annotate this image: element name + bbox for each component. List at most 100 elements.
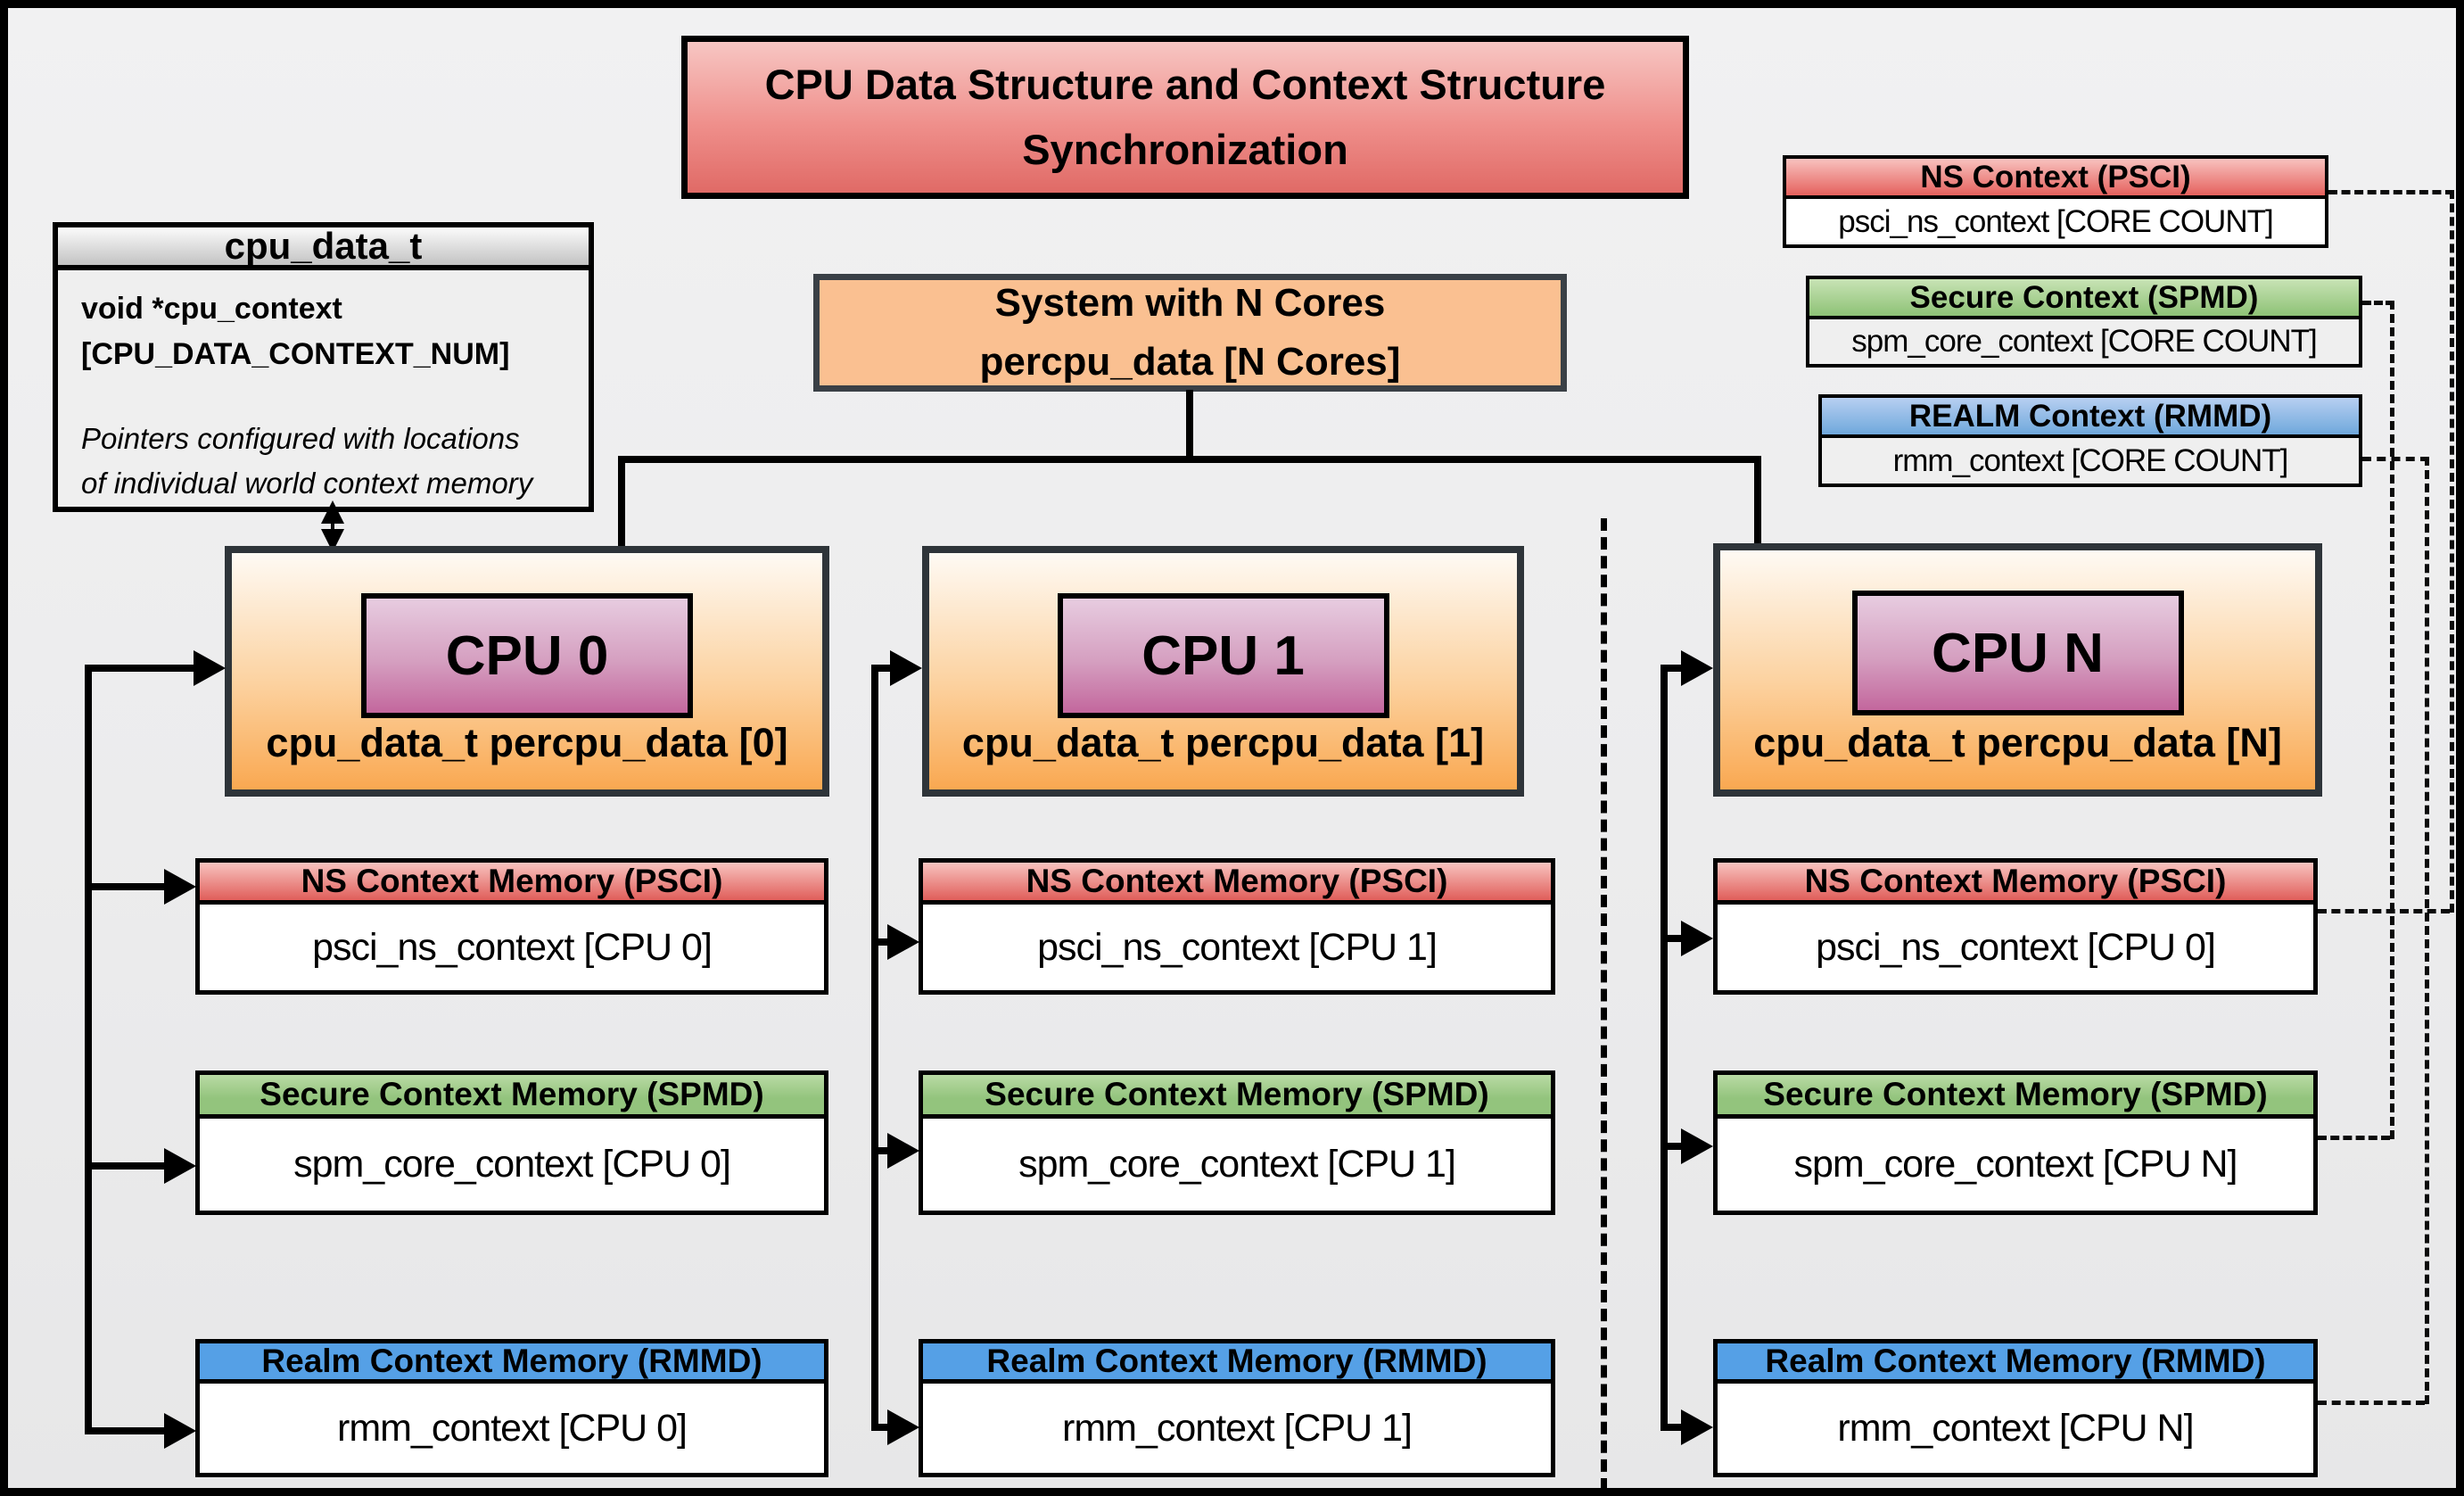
cpun-arrowhead-cpu-icon [1681, 650, 1713, 686]
legend-realm-context-box: REALM Context (RMMD) rmm_context [CORE C… [1818, 394, 2362, 487]
cpu1-arrowhead-realm-icon [887, 1409, 919, 1445]
system-line1: System with N Cores [994, 281, 1386, 325]
legend-secure-context-box: Secure Context (SPMD) spm_core_context [… [1806, 276, 2362, 368]
cpu0-arrow-line-ns [85, 883, 165, 890]
cpu1-pointer-bus-line [871, 665, 878, 1431]
cpu0-realm-context-memory-box: Realm Context Memory (RMMD) rmm_context … [195, 1339, 828, 1477]
cpu1-arrow-line-cpu [871, 665, 893, 672]
cpun-arrow-line-secure [1661, 1143, 1683, 1150]
legend-realm-header: REALM Context (RMMD) [1822, 398, 2359, 438]
legend-secure-header: Secure Context (SPMD) [1809, 279, 2359, 319]
cpu0-arrowhead-ns-icon [164, 869, 196, 905]
cpu1-arrowhead-ns-icon [887, 924, 919, 960]
cpu1-ns-context-memory-box: NS Context Memory (PSCI) psci_ns_context… [919, 858, 1555, 995]
cpu1-arrow-line-secure [871, 1147, 889, 1154]
cpun-realm-context-memory-box: Realm Context Memory (RMMD) rmm_context … [1713, 1339, 2318, 1477]
cpun-percpu-data-label: cpu_data_t percpu_data [N] [1753, 720, 2282, 765]
cpun-arrow-line-ns [1661, 935, 1683, 942]
cpu1-arrowhead-cpu-icon [890, 650, 922, 686]
legend-ns-body: psci_ns_context [CORE COUNT] [1786, 199, 2325, 244]
realm-dashed-vertical-line [2425, 457, 2429, 1404]
realm-dashed-top-line [2362, 457, 2429, 461]
cpun-realm-body: rmm_context [CPU N] [1837, 1406, 2194, 1450]
cpu0-arrowhead-secure-icon [164, 1148, 196, 1184]
cpu0-pointer-bus-line [85, 665, 92, 1434]
bus-drop-cpun-line [1754, 456, 1761, 546]
cpun-secure-header: Secure Context Memory (SPMD) [1718, 1075, 2313, 1119]
cpu1-realm-context-memory-box: Realm Context Memory (RMMD) rmm_context … [919, 1339, 1555, 1477]
struct-to-cpu0-up-arrowhead-icon [321, 500, 344, 524]
legend-secure-body: spm_core_context [CORE COUNT] [1851, 324, 2317, 359]
cpun-arrow-line-realm [1661, 1424, 1683, 1431]
cpu0-arrowhead-realm-icon [164, 1413, 196, 1449]
cpu0-secure-context-memory-box: Secure Context Memory (SPMD) spm_core_co… [195, 1070, 828, 1215]
struct-to-cpu0-dashed-line [331, 520, 334, 534]
cpun-arrowhead-realm-icon [1681, 1409, 1713, 1445]
cpu0-ns-header: NS Context Memory (PSCI) [200, 863, 824, 905]
cpu1-realm-header: Realm Context Memory (RMMD) [923, 1343, 1551, 1384]
cpu1-box: CPU 1 cpu_data_t percpu_data [1] [922, 546, 1524, 797]
realm-dashed-bottom-line [2318, 1401, 2425, 1405]
cpun-arrowhead-ns-icon [1681, 921, 1713, 956]
cpu-context-field-line1: void *cpu_context [81, 292, 342, 326]
secure-dashed-vertical-line [2390, 301, 2394, 1139]
cpu0-arrowhead-cpu-icon [194, 650, 226, 686]
cpu-data-t-body: void *cpu_context [CPU_DATA_CONTEXT_NUM]… [58, 270, 589, 505]
legend-ns-context-box: NS Context (PSCI) psci_ns_context [CORE … [1783, 155, 2328, 248]
cpu1-arrow-line-ns [871, 938, 889, 946]
cpun-secure-context-memory-box: Secure Context Memory (SPMD) spm_core_co… [1713, 1070, 2318, 1215]
cpu0-realm-header: Realm Context Memory (RMMD) [200, 1343, 824, 1384]
legend-realm-body: rmm_context [CORE COUNT] [1892, 442, 2289, 478]
ns-dashed-top-line [2328, 190, 2454, 194]
cpu0-arrow-line-cpu [85, 665, 195, 672]
cpu-data-t-struct-box: cpu_data_t void *cpu_context [CPU_DATA_C… [53, 222, 594, 512]
system-box: System with N Cores percpu_data [N Cores… [813, 274, 1567, 392]
cpu0-box: CPU 0 cpu_data_t percpu_data [0] [225, 546, 829, 797]
cpu0-arrow-line-secure [85, 1162, 165, 1170]
cpun-arrowhead-secure-icon [1681, 1128, 1713, 1164]
cpun-pointer-bus-line [1661, 665, 1668, 1431]
cpun-box: CPU N cpu_data_t percpu_data [N] [1713, 543, 2322, 797]
cpun-ns-context-memory-box: NS Context Memory (PSCI) psci_ns_context… [1713, 858, 2318, 995]
cpu1-secure-header: Secure Context Memory (SPMD) [923, 1075, 1551, 1119]
pointer-note-line1: Pointers configured with locations [81, 422, 520, 455]
system-bus-horizontal-line [618, 456, 1761, 463]
cpu1-arrow-line-realm [871, 1424, 889, 1431]
pointer-note-line2: of individual world context memory [81, 466, 533, 500]
cpu1-secure-context-memory-box: Secure Context Memory (SPMD) spm_core_co… [919, 1070, 1555, 1215]
cpun-badge: CPU N [1851, 591, 2184, 715]
diagram-title-line2: Synchronization [1022, 125, 1348, 173]
cpun-ns-header: NS Context Memory (PSCI) [1718, 863, 2313, 905]
spacer [81, 377, 565, 417]
cpu1-badge: CPU 1 [1057, 593, 1389, 718]
system-line2: percpu_data [N Cores] [979, 340, 1401, 384]
cpun-realm-header: Realm Context Memory (RMMD) [1718, 1343, 2313, 1384]
column-separator-dashed-line [1601, 518, 1607, 1488]
secure-dashed-bottom-line [2318, 1136, 2390, 1140]
cpu0-percpu-data-label: cpu_data_t percpu_data [0] [266, 720, 788, 765]
cpu1-arrowhead-secure-icon [887, 1133, 919, 1169]
ns-dashed-bottom-line [2318, 909, 2450, 913]
bus-drop-cpu0-line [618, 456, 625, 548]
cpu0-secure-header: Secure Context Memory (SPMD) [200, 1075, 824, 1119]
cpun-secure-body: spm_core_context [CPU N] [1793, 1143, 2238, 1186]
secure-dashed-top-line [2362, 301, 2394, 305]
cpu1-realm-body: rmm_context [CPU 1] [1062, 1406, 1413, 1450]
cpu1-secure-body: spm_core_context [CPU 1] [1018, 1143, 1456, 1186]
system-bus-stem-line [1186, 390, 1193, 461]
cpu-data-t-header: cpu_data_t [58, 225, 589, 270]
cpu0-ns-context-memory-box: NS Context Memory (PSCI) psci_ns_context… [195, 858, 828, 995]
cpu-context-field-line2: [CPU_DATA_CONTEXT_NUM] [81, 337, 510, 371]
diagram-title-box: CPU Data Structure and Context Structure… [681, 36, 1689, 199]
diagram-title-line1: CPU Data Structure and Context Structure [764, 60, 1606, 108]
cpu1-percpu-data-label: cpu_data_t percpu_data [1] [961, 720, 1485, 765]
cpu0-realm-body: rmm_context [CPU 0] [337, 1406, 688, 1450]
cpu1-ns-header: NS Context Memory (PSCI) [923, 863, 1551, 905]
cpu1-ns-body: psci_ns_context [CPU 1] [1037, 925, 1438, 969]
cpu0-badge: CPU 0 [361, 593, 693, 718]
cpu0-secure-body: spm_core_context [CPU 0] [293, 1143, 731, 1186]
legend-ns-header: NS Context (PSCI) [1786, 159, 2325, 199]
cpun-arrow-line-cpu [1661, 665, 1683, 672]
cpu0-ns-body: psci_ns_context [CPU 0] [312, 925, 713, 969]
